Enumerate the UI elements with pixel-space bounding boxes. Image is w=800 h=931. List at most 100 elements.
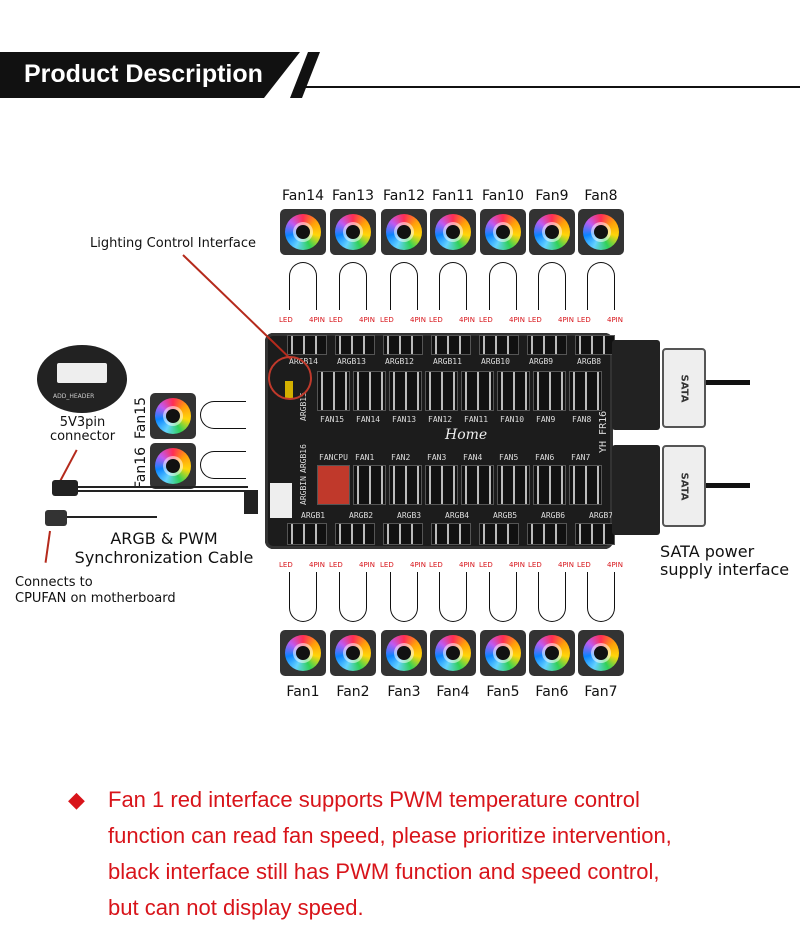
cpufan-line2: CPUFAN on motherboard xyxy=(15,591,176,606)
fan-header xyxy=(497,465,530,505)
fan-header-label: FAN6 xyxy=(535,453,555,462)
fan-cable xyxy=(587,572,615,622)
note-line: but can not display speed. xyxy=(108,895,364,920)
argb-label: ARGB3 xyxy=(397,511,422,520)
fan-label-bottom: Fan6 xyxy=(535,684,569,700)
fan-hub xyxy=(593,224,609,240)
fan-cable xyxy=(439,572,467,622)
led-label: LED xyxy=(429,316,443,324)
fan-label-top: Fan13 xyxy=(331,188,375,204)
fan-ring xyxy=(534,214,570,250)
fan-hub xyxy=(295,645,311,661)
4pin-label: 4PIN xyxy=(558,316,574,324)
fan-header-label: FAN5 xyxy=(499,453,519,462)
note-bullet: ◆ xyxy=(68,787,85,812)
fan-header xyxy=(425,465,458,505)
fan-header xyxy=(461,371,494,411)
fan-hub xyxy=(396,224,412,240)
fan-icon xyxy=(529,630,575,676)
fan-icon xyxy=(480,209,526,255)
led-label: LED xyxy=(429,561,443,569)
fan-hub xyxy=(544,224,560,240)
sync-cable xyxy=(78,486,248,492)
sata-plug-bottom: SATA xyxy=(662,445,706,527)
fan-label-bottom: Fan4 xyxy=(436,684,470,700)
4pin-label: 4PIN xyxy=(309,316,325,324)
lighting-label: Lighting Control Interface xyxy=(90,236,257,251)
cable-line2: Synchronization Cable xyxy=(74,548,254,567)
fan-header xyxy=(317,371,350,411)
fan-cable xyxy=(200,401,246,429)
fan-label-bottom: Fan1 xyxy=(286,684,320,700)
argb-label: ARGB1 xyxy=(301,511,326,520)
sata-cable xyxy=(706,483,750,488)
led-label: LED xyxy=(380,561,394,569)
fan-hub xyxy=(165,408,181,424)
led-label: LED xyxy=(577,316,591,324)
fan-header xyxy=(569,465,602,505)
fan-icon xyxy=(330,630,376,676)
fan-header-label: FAN11 xyxy=(464,415,489,424)
cable-line1: ARGB & PWM xyxy=(110,529,218,548)
4pin-label: 4PIN xyxy=(607,316,623,324)
header-photo-label: ADD_HEADER xyxy=(53,393,95,400)
fan-ring xyxy=(534,635,570,671)
fan-header-label: FAN13 xyxy=(392,415,417,424)
fan-label-top: Fan14 xyxy=(281,188,325,204)
fan-ring xyxy=(485,635,521,671)
fan-cable xyxy=(339,262,367,310)
fan-header xyxy=(533,465,566,505)
connector-line2: connector xyxy=(49,429,116,444)
fan-label-top: Fan9 xyxy=(535,188,569,204)
fan-icon xyxy=(330,209,376,255)
fan-cable xyxy=(390,262,418,310)
connector-line1: 5V3pin xyxy=(59,415,106,430)
note-line: black interface still has PWM function a… xyxy=(108,859,660,884)
argb-side-label: ARGB16 xyxy=(299,444,308,473)
fan-cable xyxy=(538,262,566,310)
sata-plug-top: SATA xyxy=(662,348,706,428)
led-label: LED xyxy=(279,561,293,569)
4pin-label: 4PIN xyxy=(410,316,426,324)
fan-ring xyxy=(155,398,191,434)
argb-header xyxy=(335,335,375,355)
argb-header xyxy=(335,523,375,545)
fan-header-label: FAN14 xyxy=(356,415,381,424)
fan-hub xyxy=(544,645,560,661)
fan-hub xyxy=(345,645,361,661)
sata-plug-label: SATA xyxy=(678,472,690,500)
fan-hub xyxy=(295,224,311,240)
argb-header xyxy=(383,335,423,355)
argb-label: ARGB9 xyxy=(529,357,554,366)
argb-side-label: ARGBIN xyxy=(299,476,308,505)
page-title: Product Description xyxy=(24,60,263,88)
fan-header xyxy=(533,371,566,411)
lighting-arrow xyxy=(182,254,292,360)
sata-line2: supply interface xyxy=(660,560,790,579)
argb-header xyxy=(527,523,567,545)
argb-header xyxy=(431,523,471,545)
led-label: LED xyxy=(329,561,343,569)
fancpu-header xyxy=(317,465,350,505)
fan-icon xyxy=(150,393,196,439)
4pin-label: 4PIN xyxy=(509,316,525,324)
sync-cable-connector xyxy=(244,490,258,514)
4pin-label: 4PIN xyxy=(309,561,325,569)
fan-header-label: FAN15 xyxy=(320,415,345,424)
fan-hub xyxy=(495,645,511,661)
sata-port-bottom xyxy=(612,445,660,535)
fan-header xyxy=(389,371,422,411)
fan-header xyxy=(389,465,422,505)
argb-header xyxy=(479,523,519,545)
argb-header xyxy=(575,335,615,355)
4pin-label: 4PIN xyxy=(359,316,375,324)
argbin-port xyxy=(270,483,292,518)
argb-label: ARGB8 xyxy=(577,357,602,366)
fan-icon xyxy=(381,209,427,255)
fan-icon xyxy=(529,209,575,255)
fan-icon xyxy=(430,630,476,676)
fan-header-label: FAN3 xyxy=(427,453,447,462)
fan-label-top: Fan8 xyxy=(584,188,618,204)
